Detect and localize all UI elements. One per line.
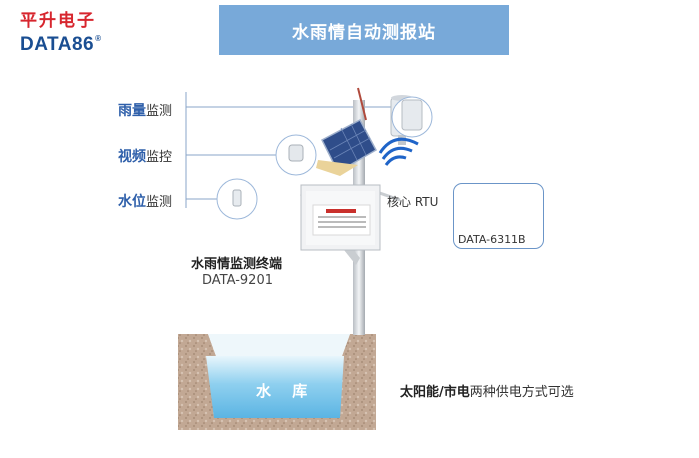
brand-logo: DATA86®: [20, 34, 102, 56]
rtu-label: 核心 RTU: [387, 195, 439, 209]
reservoir-label: 水 库: [256, 382, 316, 400]
water-level-zoom: [232, 189, 242, 207]
water-level-monitoring-label: 水位监测: [118, 194, 173, 210]
terminal-name: 水雨情监测终端: [191, 257, 283, 272]
brand-chinese-name: 平升电子: [20, 11, 96, 31]
solar-panel: [316, 118, 378, 176]
terminal-model: DATA-9201: [202, 273, 273, 288]
camera-zoom: [288, 144, 304, 162]
reservoir-pit: [178, 334, 376, 430]
rain-gauge-zoom: [401, 99, 423, 131]
title-banner: 水雨情自动测报站: [219, 5, 509, 55]
rtu-model: DATA-6311B: [458, 233, 526, 246]
rain-monitoring-label: 雨量监测: [118, 103, 173, 119]
signal-icon: [378, 137, 419, 166]
terminal-cabinet: [300, 184, 381, 251]
registered-mark: ®: [95, 34, 102, 43]
power-supply-note: 太阳能/市电两种供电方式可选: [400, 385, 574, 400]
page-title: 水雨情自动测报站: [292, 22, 436, 43]
rtu-callout-box: [453, 183, 544, 249]
video-monitoring-label: 视频监控: [118, 149, 173, 165]
brand-english-name: DATA86: [20, 34, 95, 55]
